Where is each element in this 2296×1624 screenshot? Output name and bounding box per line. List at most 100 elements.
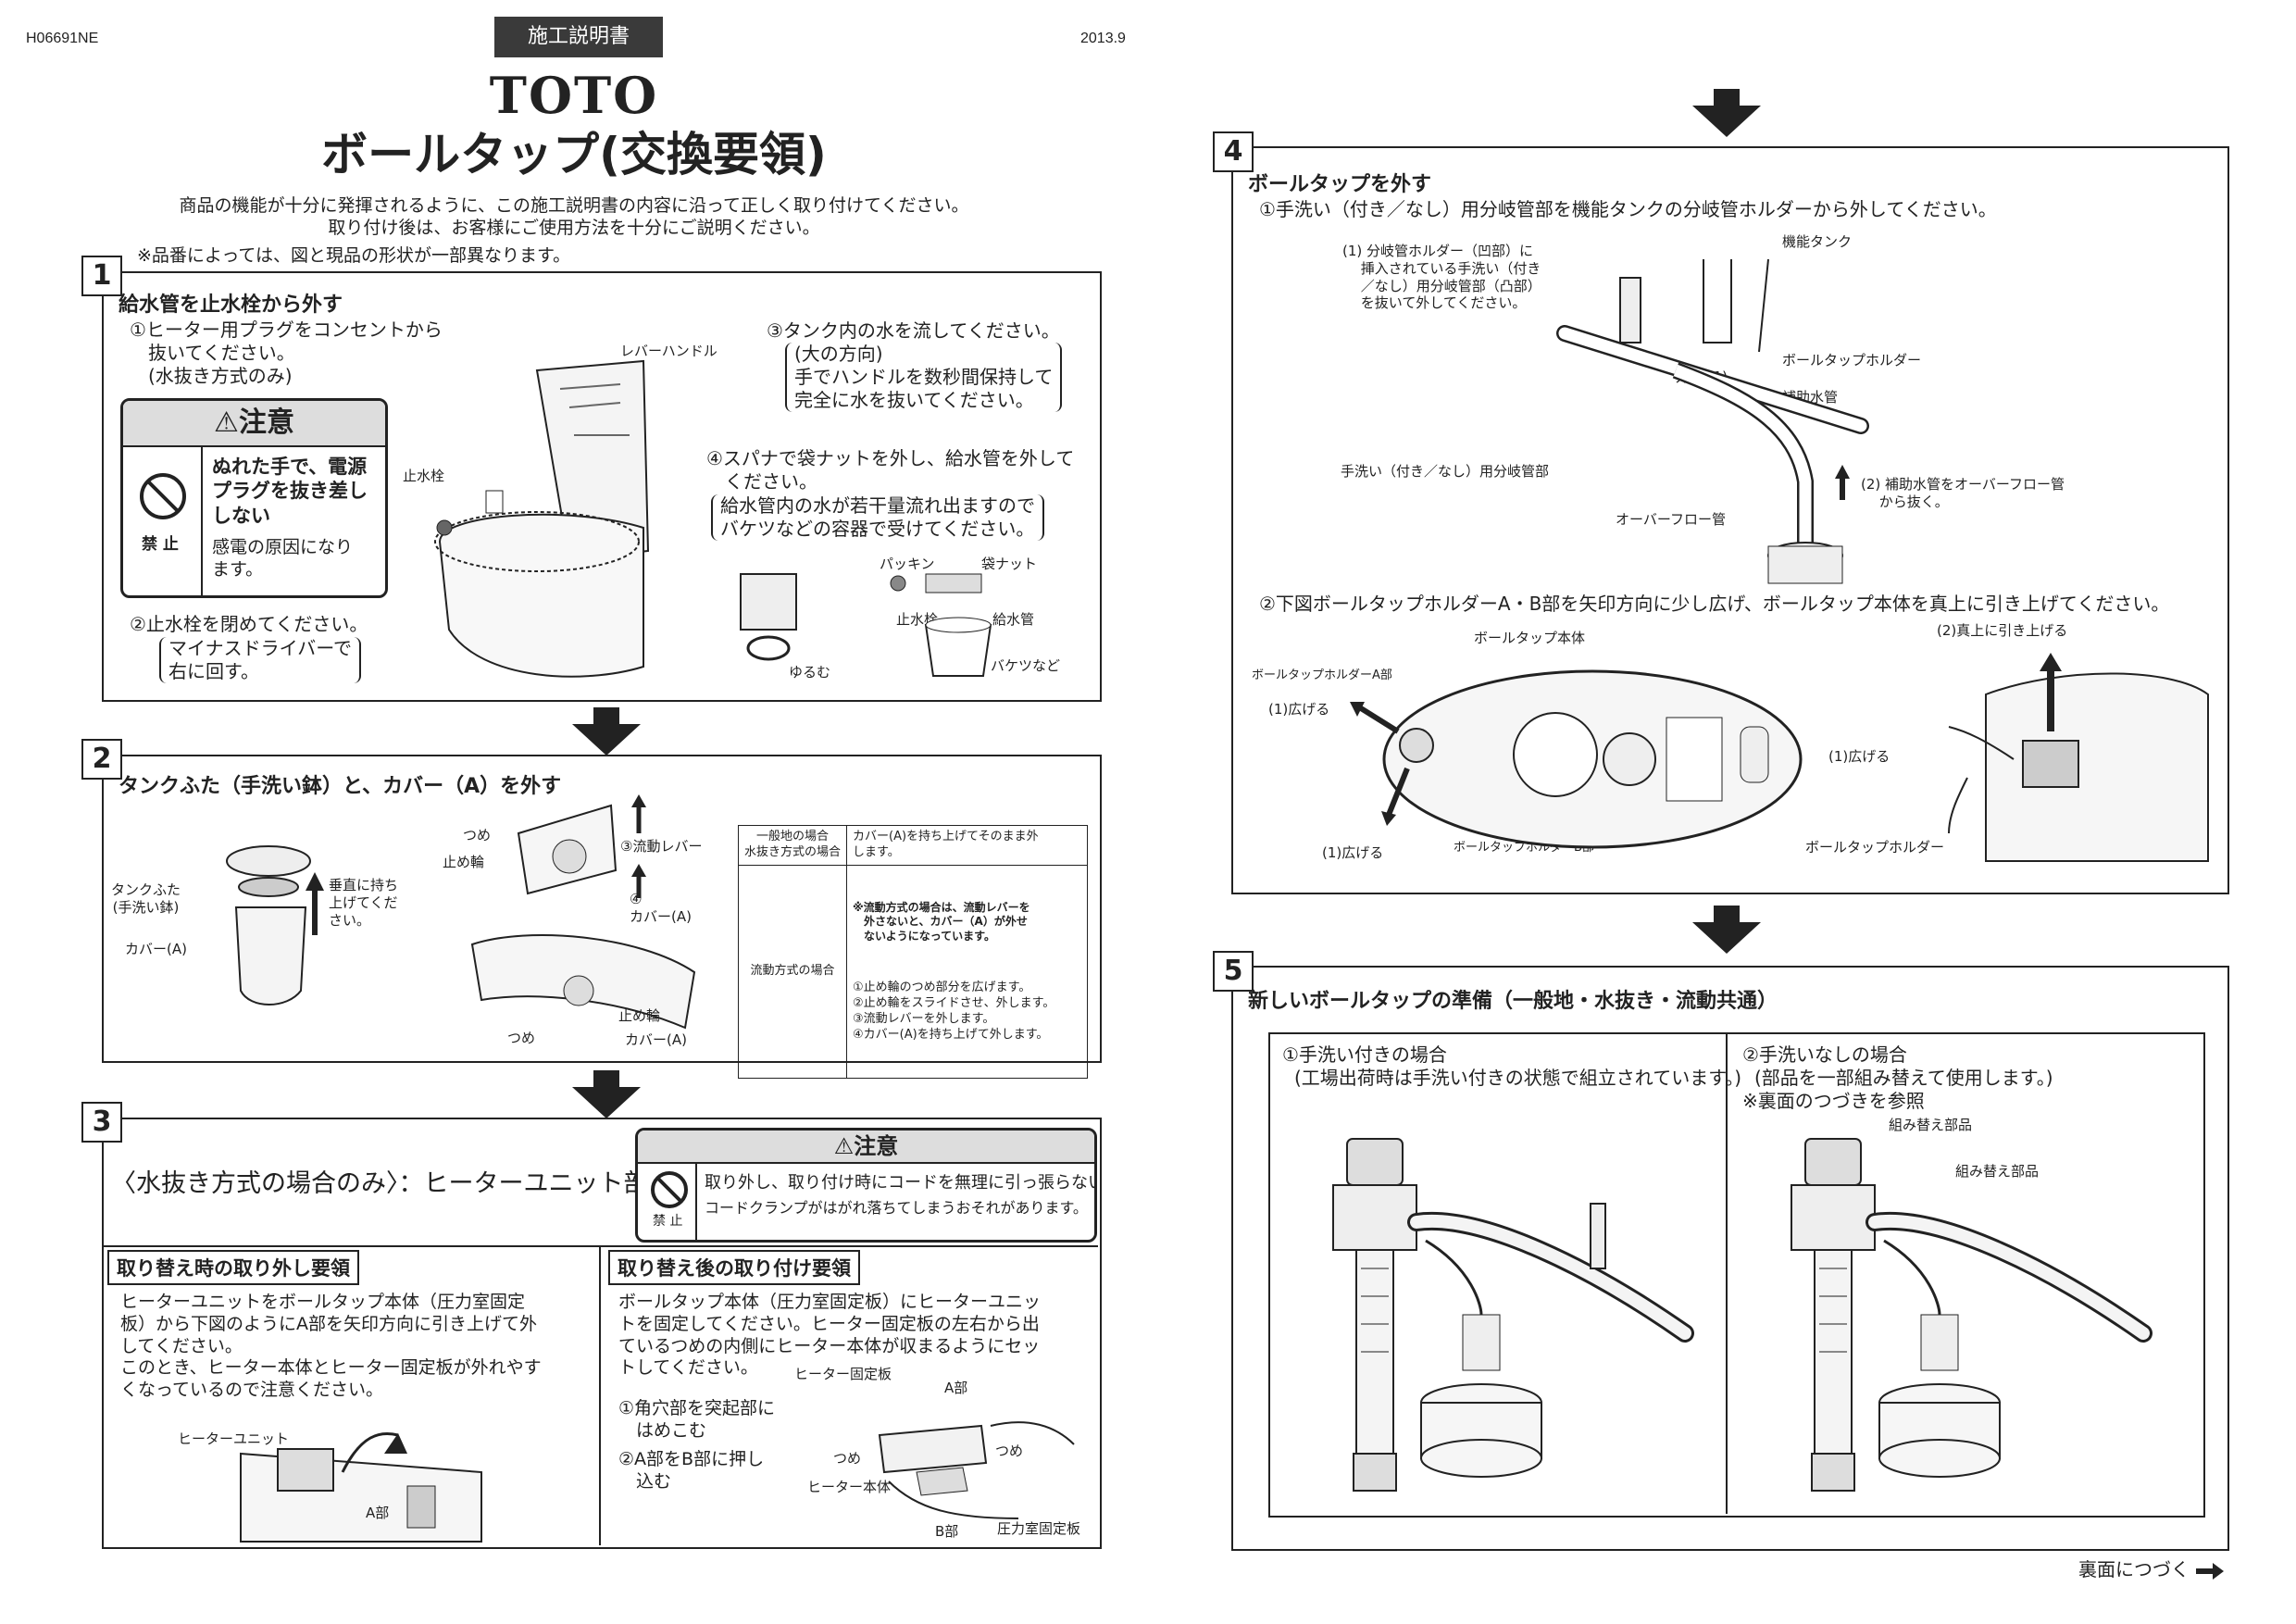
caution-header-3: ⚠注意	[638, 1131, 1094, 1164]
caution-line-2: コードクランプがはがれ落ちてしまうおそれがあります。	[705, 1199, 1088, 1217]
prohibit-label-3: 禁 止	[653, 1214, 683, 1229]
continue-note: 裏面につづく	[2078, 1558, 2190, 1580]
label-swap-part-2: 組み替え部品	[1955, 1163, 2040, 1180]
step3-right-step-1: ①角穴部を突起部に はめこむ	[618, 1398, 776, 1441]
prohibit-label: 禁 止	[142, 535, 179, 554]
step1-instruction-4-note: 給水管内の水が若干量流れ出ますので バケツなどの容器で受けてください。	[711, 494, 1044, 541]
right-arrow-icon	[2196, 1563, 2224, 1580]
label-branch-holder: ボールタップホルダー	[1782, 352, 1922, 369]
label-widen-2: (1)広げる	[1322, 844, 1384, 861]
caution-header: ⚠注意	[123, 401, 385, 447]
caution-divider-3	[695, 1164, 697, 1240]
page-title: ボールタップ(交換要領)	[321, 128, 827, 181]
label-claw-left: つめ	[833, 1450, 862, 1467]
step5-right-ref: ※裏面のつづきを参照	[1742, 1090, 1925, 1112]
label-heater-fixing-plate: ヒーター固定板	[794, 1366, 892, 1382]
label-loosen: ゆるむ	[789, 664, 831, 681]
branch-pipe-illustration	[1556, 258, 1869, 584]
doc-date: 2013.9	[1080, 31, 1126, 46]
label-claw-right: つめ	[995, 1443, 1024, 1459]
label-widen-3: (1)広げる	[1828, 748, 1890, 765]
step5-left-note: (工場出荷時は手洗い付きの状態で組立されています。)	[1294, 1067, 1742, 1089]
balltap-without-wash-illustration	[1791, 1138, 2152, 1492]
label-part-a: A部	[366, 1505, 390, 1521]
caution-title: 注意	[238, 406, 294, 439]
label-packing: パッキン	[880, 556, 935, 572]
step4-number: 4	[1213, 131, 1254, 172]
label-bucket: バケツなど	[991, 657, 1061, 674]
step1-instruction-4: ④スパナで袋ナットを外し、給水管を外して ください。	[706, 447, 1075, 493]
label-widen-1: (1)広げる	[1268, 701, 1330, 718]
label-cap-nut: 袋ナット	[981, 556, 1038, 572]
table-cell-flow-note: ※流動方式の場合は、流動レバーを 外さないと、カバー（A）が外せ ないようになっ…	[853, 900, 1030, 943]
label-swap-part-1: 組み替え部品	[1889, 1117, 1973, 1133]
table-cell-general-text: カバー(A)を持ち上げてそのまま外 します。	[846, 825, 1088, 866]
brand-logo: TOTO	[489, 66, 659, 125]
label-cover-a: カバー(A)	[125, 941, 187, 957]
prohibit-icon	[140, 473, 186, 519]
step3-left-heading: 取り替え時の取り外し要領	[107, 1250, 359, 1285]
step4-instruction-1: ①手洗い（付き／なし）用分岐管部を機能タンクの分岐管ホルダーから外してください。	[1259, 198, 1997, 220]
heater-removal-illustration	[240, 1431, 482, 1543]
step5-right-title: ②手洗いなしの場合	[1742, 1043, 1907, 1066]
label-tank-lid: タンクふた (手洗い鉢)	[111, 881, 181, 916]
step2-heading: タンクふた（手洗い鉢）と、カバー（A）を外す	[119, 775, 562, 798]
step1-instruction-2-note: マイナスドライバーで 右に回す。	[159, 637, 361, 683]
intro-line-1: 商品の機能が十分に発揮されるように、この施工説明書の内容に沿って正しく取り付けて…	[179, 195, 969, 216]
step4-note-2: (2) 補助水管をオーバーフロー管 から抜く。	[1861, 476, 2065, 510]
step5-divider	[1726, 1032, 1728, 1514]
label-snap-ring: 止め輪	[443, 854, 485, 870]
step1-number: 1	[81, 256, 122, 296]
step5-right-note: (部品を一部組み替えて使用します。)	[1754, 1067, 2053, 1089]
label-snap-ring-2: 止め輪	[618, 1007, 661, 1024]
step3-divider-v	[599, 1245, 601, 1545]
label-flow-lever: ③流動レバー	[620, 838, 703, 855]
label-branch-part: 手洗い（付き／なし）用分岐管部	[1341, 463, 1550, 480]
table-cell-general-label: 一般地の場合 水抜き方式の場合	[737, 825, 848, 866]
step2-number: 2	[81, 739, 122, 780]
label-holder-a: ボールタップホルダーA部	[1252, 668, 1392, 682]
step3-caution-box: ⚠注意 禁 止 取り外し、取り付け時にコードを無理に引っ張らない コードクランプ…	[635, 1128, 1097, 1243]
doc-type-tab: 施工説明書	[494, 17, 663, 57]
balltap-holder-illustration	[1948, 653, 2209, 862]
label-part-b: B部	[935, 1523, 959, 1540]
balltap-with-wash-illustration	[1332, 1138, 1694, 1492]
step3-left-text: ヒーターユニットをボールタップ本体（圧力室固定 板）から下図のようにA部を矢印方…	[120, 1292, 542, 1400]
caution-text: ぬれた手で、電源 プラグを抜き差し しない	[212, 456, 368, 527]
step5-heading: 新しいボールタップの準備（一般地・水抜き・流動共通）	[1248, 990, 1778, 1013]
label-lift-vertically: 垂直に持ち 上げてくだ さい。	[329, 877, 399, 929]
warning-icon: ⚠	[214, 406, 239, 439]
toilet-illustration	[434, 359, 650, 678]
step4-heading: ボールタップを外す	[1248, 173, 1432, 196]
step3-divider-h	[104, 1245, 1098, 1247]
step3-right-text: ボールタップ本体（圧力室固定板）にヒーターユニッ トを固定してください。ヒーター…	[618, 1292, 1042, 1379]
heater-install-illustration	[878, 1421, 1075, 1519]
label-claw-2: つめ	[507, 1030, 536, 1046]
step3-heading: 〈水抜き方式の場合のみ〉：ヒーターユニット部	[111, 1169, 649, 1198]
label-balltap-holder: ボールタップホルダー	[1805, 839, 1945, 856]
label-stop-valve: 止水栓	[403, 468, 445, 484]
label-cover-a-step4: ④ カバー(A)	[630, 891, 692, 925]
caution-divider	[201, 447, 203, 595]
model-note: ※品番によっては、図と現品の形状が一部異なります。	[137, 245, 571, 266]
caution-subtext: 感電の原因になり ます。	[212, 537, 354, 580]
step4-instruction-2: ②下図ボールタップホルダーA・B部を矢印方向に少し広げ、ボールタップ本体を真上に…	[1259, 593, 2170, 615]
step3-number: 3	[81, 1102, 122, 1143]
tank-top-view-illustration	[1350, 669, 1803, 849]
bucket-illustration	[740, 573, 992, 677]
step1-heading: 給水管を止水栓から外す	[119, 294, 343, 317]
step1-instruction-3-note: (大の方向) 手でハンドルを数秒間保持して 完全に水を抜いてください。	[785, 343, 1063, 412]
warning-icon: ⚠	[833, 1133, 855, 1159]
label-function-tank: 機能タンク	[1782, 233, 1853, 250]
prohibit-icon	[651, 1171, 688, 1208]
caution-line-1: 取り外し、取り付け時にコードを無理に引っ張らない	[705, 1173, 1097, 1193]
step3-right-step-2: ②A部をB部に押し 込む	[618, 1449, 765, 1492]
label-heater-unit: ヒーターユニット	[178, 1430, 290, 1447]
table-cell-flow-label: 流動方式の場合	[737, 864, 848, 1080]
table-cell-flow-steps: ①止め輪のつめ部分を広げます。 ②止め輪をスライドさせ、外します。 ③流動レバー…	[853, 981, 1055, 1042]
label-claw: つめ	[463, 827, 492, 843]
step3-right-heading: 取り替え後の取り付け要領	[608, 1250, 860, 1285]
label-overflow-pipe: オーバーフロー管	[1616, 511, 1726, 528]
label-part-a-2: A部	[944, 1380, 968, 1396]
step1-instruction-3: ③タンク内の水を流してください。	[767, 319, 1060, 342]
